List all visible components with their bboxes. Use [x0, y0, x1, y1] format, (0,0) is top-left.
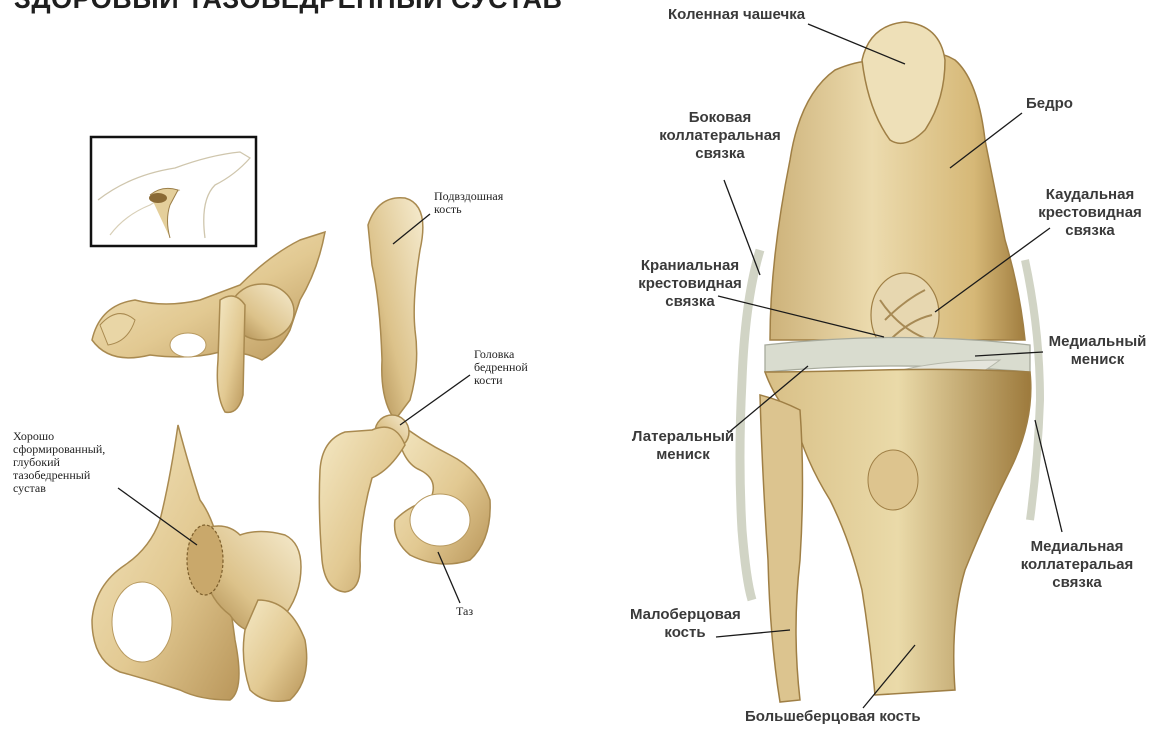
label-tibia: Большеберцовая кость [745, 708, 921, 726]
fibula-bone [760, 395, 803, 702]
label-femur: Бедро [1026, 95, 1073, 113]
tibia-bone [765, 369, 1031, 695]
label-patella: Коленная чашечка [668, 6, 805, 24]
